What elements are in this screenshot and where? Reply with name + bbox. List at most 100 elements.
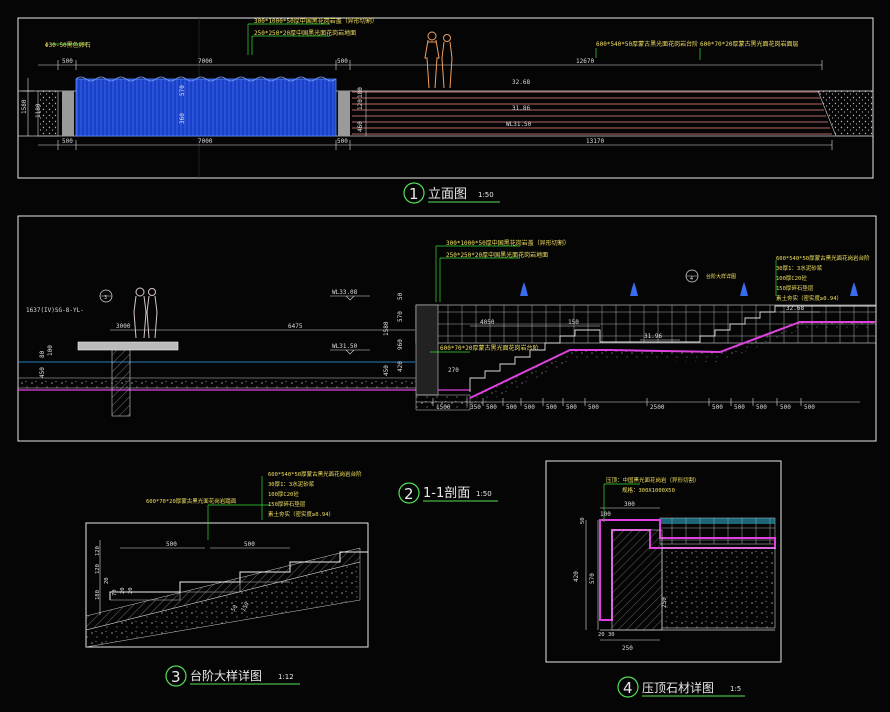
wall-block-left: [62, 91, 74, 136]
elev-dim-bot-3: 13170: [586, 138, 604, 145]
elevation-title-scale: 1:50: [478, 191, 494, 199]
elev-dim-top-3: 12670: [576, 58, 594, 65]
coping-title-circle: [617, 676, 639, 698]
elev-side-dim-1: 1180: [35, 103, 42, 118]
section-callout-ref2: 4: [690, 276, 693, 282]
coping-detail-panel: 压顶：中国黑光面花岗岩（异形切割） 规格：300X1000X50 100 300…: [545, 460, 782, 698]
coping-note-a: 压顶：中国黑光面花岗岩（异形切割）: [606, 476, 700, 484]
elev-note-b: 250*250*20厚中国黑光面花岗岩地面: [254, 29, 356, 37]
stair-detail-panel: 600*70*20厚蒙古黑光面花岗岩踏面 600*540*50厚蒙古黑光面花岗岩…: [85, 470, 369, 687]
coping-wall-body: [611, 529, 663, 631]
section-callout-tag: 台阶大样详图: [706, 273, 736, 280]
elev-side-dim-2: 570: [179, 85, 186, 96]
people-figure-elevation: [424, 31, 453, 89]
section-dim-bottom-5: 500: [546, 404, 557, 411]
section-dim-bottom-8: 2500: [650, 404, 665, 411]
stair-title-circle: [165, 665, 187, 687]
section-dim-bottom-3: 500: [506, 404, 517, 411]
section-dim-bottom-10: 500: [734, 404, 745, 411]
stair-layer-4: 素土夯实（密实度≥0.94）: [268, 510, 334, 518]
elevation-panel: Φ30-50黑色卵石 300*1000*50厚中国黑花岗岩盖（异形切割） 250…: [17, 17, 874, 204]
section-dim-bottom-4: 500: [524, 404, 535, 411]
section-layer-3: 150厚碎石垫层: [776, 284, 814, 292]
stair-title-text: 台阶大样详图: [190, 668, 262, 683]
section-dim-bottom-13: 500: [804, 404, 815, 411]
elev-level-a: 32.68: [512, 79, 530, 86]
section-dim-4050: 4050: [480, 319, 495, 326]
stair-dim-8: 20: [128, 587, 134, 594]
section-dim-bottom-0: 1500: [436, 404, 451, 411]
section-side-dim-6: 80: [39, 350, 46, 358]
section-dim-bottom-11: 500: [756, 404, 767, 411]
elev-note-d: 600*70*20厚蒙古黑光面花岗岩面层: [700, 40, 799, 48]
section-title-circle: [398, 482, 420, 504]
elev-side-dim-4: 120: [357, 99, 364, 110]
section-level-3268: 32.68: [786, 305, 804, 312]
section-left-tag: 1637(IV)SG-8-YL-: [26, 307, 84, 314]
elev-dim-bot-1: 7000: [198, 138, 213, 145]
section-dim-bottom-7: 500: [588, 404, 599, 411]
elev-note-c: 600*540*50厚蒙古黑光面花岗岩台阶: [596, 40, 698, 48]
elev-dim-top-0: 500: [62, 58, 73, 65]
section-dim-bottom-9: 500: [712, 404, 723, 411]
elev-side-dim-5: 180: [357, 87, 364, 98]
section-callout-ref: 3: [104, 295, 107, 301]
stair-dim-1: 500: [244, 541, 255, 548]
stair-dim-10: 150: [241, 601, 251, 613]
wall-block-right: [338, 91, 350, 136]
section-level-270: 270: [448, 367, 459, 374]
section-panel: 300*1000*50厚中国黑花岗岩盖（异形切割） 250*250*20厚中国黑…: [17, 215, 877, 504]
deck-platform: [77, 341, 179, 351]
elev-note-a: 300*1000*50厚中国黑花岗岩盖（异形切割）: [254, 17, 378, 25]
section-side-dim-4: 420: [397, 361, 404, 372]
section-bottom-dims: 1500 350 500 500 500 500 500 500 2500 500 500 500 50…: [432, 398, 815, 411]
elev-dim-bot-2: 500: [337, 138, 348, 145]
coping-dim-8: 250: [622, 645, 633, 652]
section-title-text: 1-1剖面: [423, 486, 470, 501]
coping-dim-2: 50: [580, 517, 586, 524]
section-layer-1: 30厚1：3水泥砂浆: [776, 264, 823, 272]
stair-title-num: 3: [171, 668, 181, 686]
section-level-wl3308: WL33.08: [332, 289, 358, 296]
section-note-b: 250*250*20厚中国黑光面花岗岩地面: [446, 251, 548, 259]
section-title-scale: 1:50: [476, 490, 492, 498]
stair-dim-0: 500: [166, 541, 177, 548]
stair-dim-7: 20: [120, 587, 126, 594]
lamp-icons: [520, 282, 858, 296]
stair-detail-frame: [85, 522, 369, 648]
section-dim-bottom-2: 500: [486, 404, 497, 411]
coping-dim-0: 100: [600, 511, 611, 518]
section-side-dim-8: 450: [39, 367, 46, 378]
section-stair-profile: [469, 305, 876, 392]
section-side-dim-7: 100: [47, 345, 54, 356]
stair-dim-4: 180: [95, 590, 101, 600]
section-note-a: 300*1000*50厚中国黑花岗岩盖（异形切割）: [446, 239, 570, 247]
section-layer-2: 100厚C20砼: [776, 274, 807, 282]
section-dim-150: 150: [568, 319, 579, 326]
elevation-title-text: 立面图: [428, 187, 467, 202]
section-side-dim-0: 50: [397, 292, 404, 300]
section-layer-4: 素土夯实（密实度≥0.94）: [776, 294, 842, 302]
elev-side-dim-3: 360: [179, 113, 186, 124]
section-side-dim-3: 960: [397, 339, 404, 350]
stair-layer-0: 600*540*50厚蒙古黑光面花岗岩台阶: [268, 470, 362, 478]
coping-title-scale: 1:5: [730, 685, 741, 693]
deck-pier: [111, 349, 131, 417]
elevation-title-num: 1: [409, 185, 419, 203]
coping-dim-4: 570: [589, 573, 596, 584]
stair-title-scale: 1:12: [278, 673, 294, 681]
elev-side-dim-6: 460: [357, 121, 364, 132]
coping-dim-6: 20: [598, 632, 605, 638]
elev-level-c: WL31.50: [506, 121, 532, 128]
stair-dim-2: 120: [95, 546, 101, 556]
stair-layer-2: 100厚C20砼: [268, 490, 299, 498]
people-figure-section: [133, 287, 158, 339]
water-curtain: [75, 78, 337, 137]
section-dim-bottom-12: 500: [780, 404, 791, 411]
section-dim-bottom-1: 350: [470, 404, 481, 411]
section-side-dim-1: 570: [397, 311, 404, 322]
section-side-dim-5: 450: [383, 365, 390, 376]
gravel-block: [37, 90, 59, 137]
